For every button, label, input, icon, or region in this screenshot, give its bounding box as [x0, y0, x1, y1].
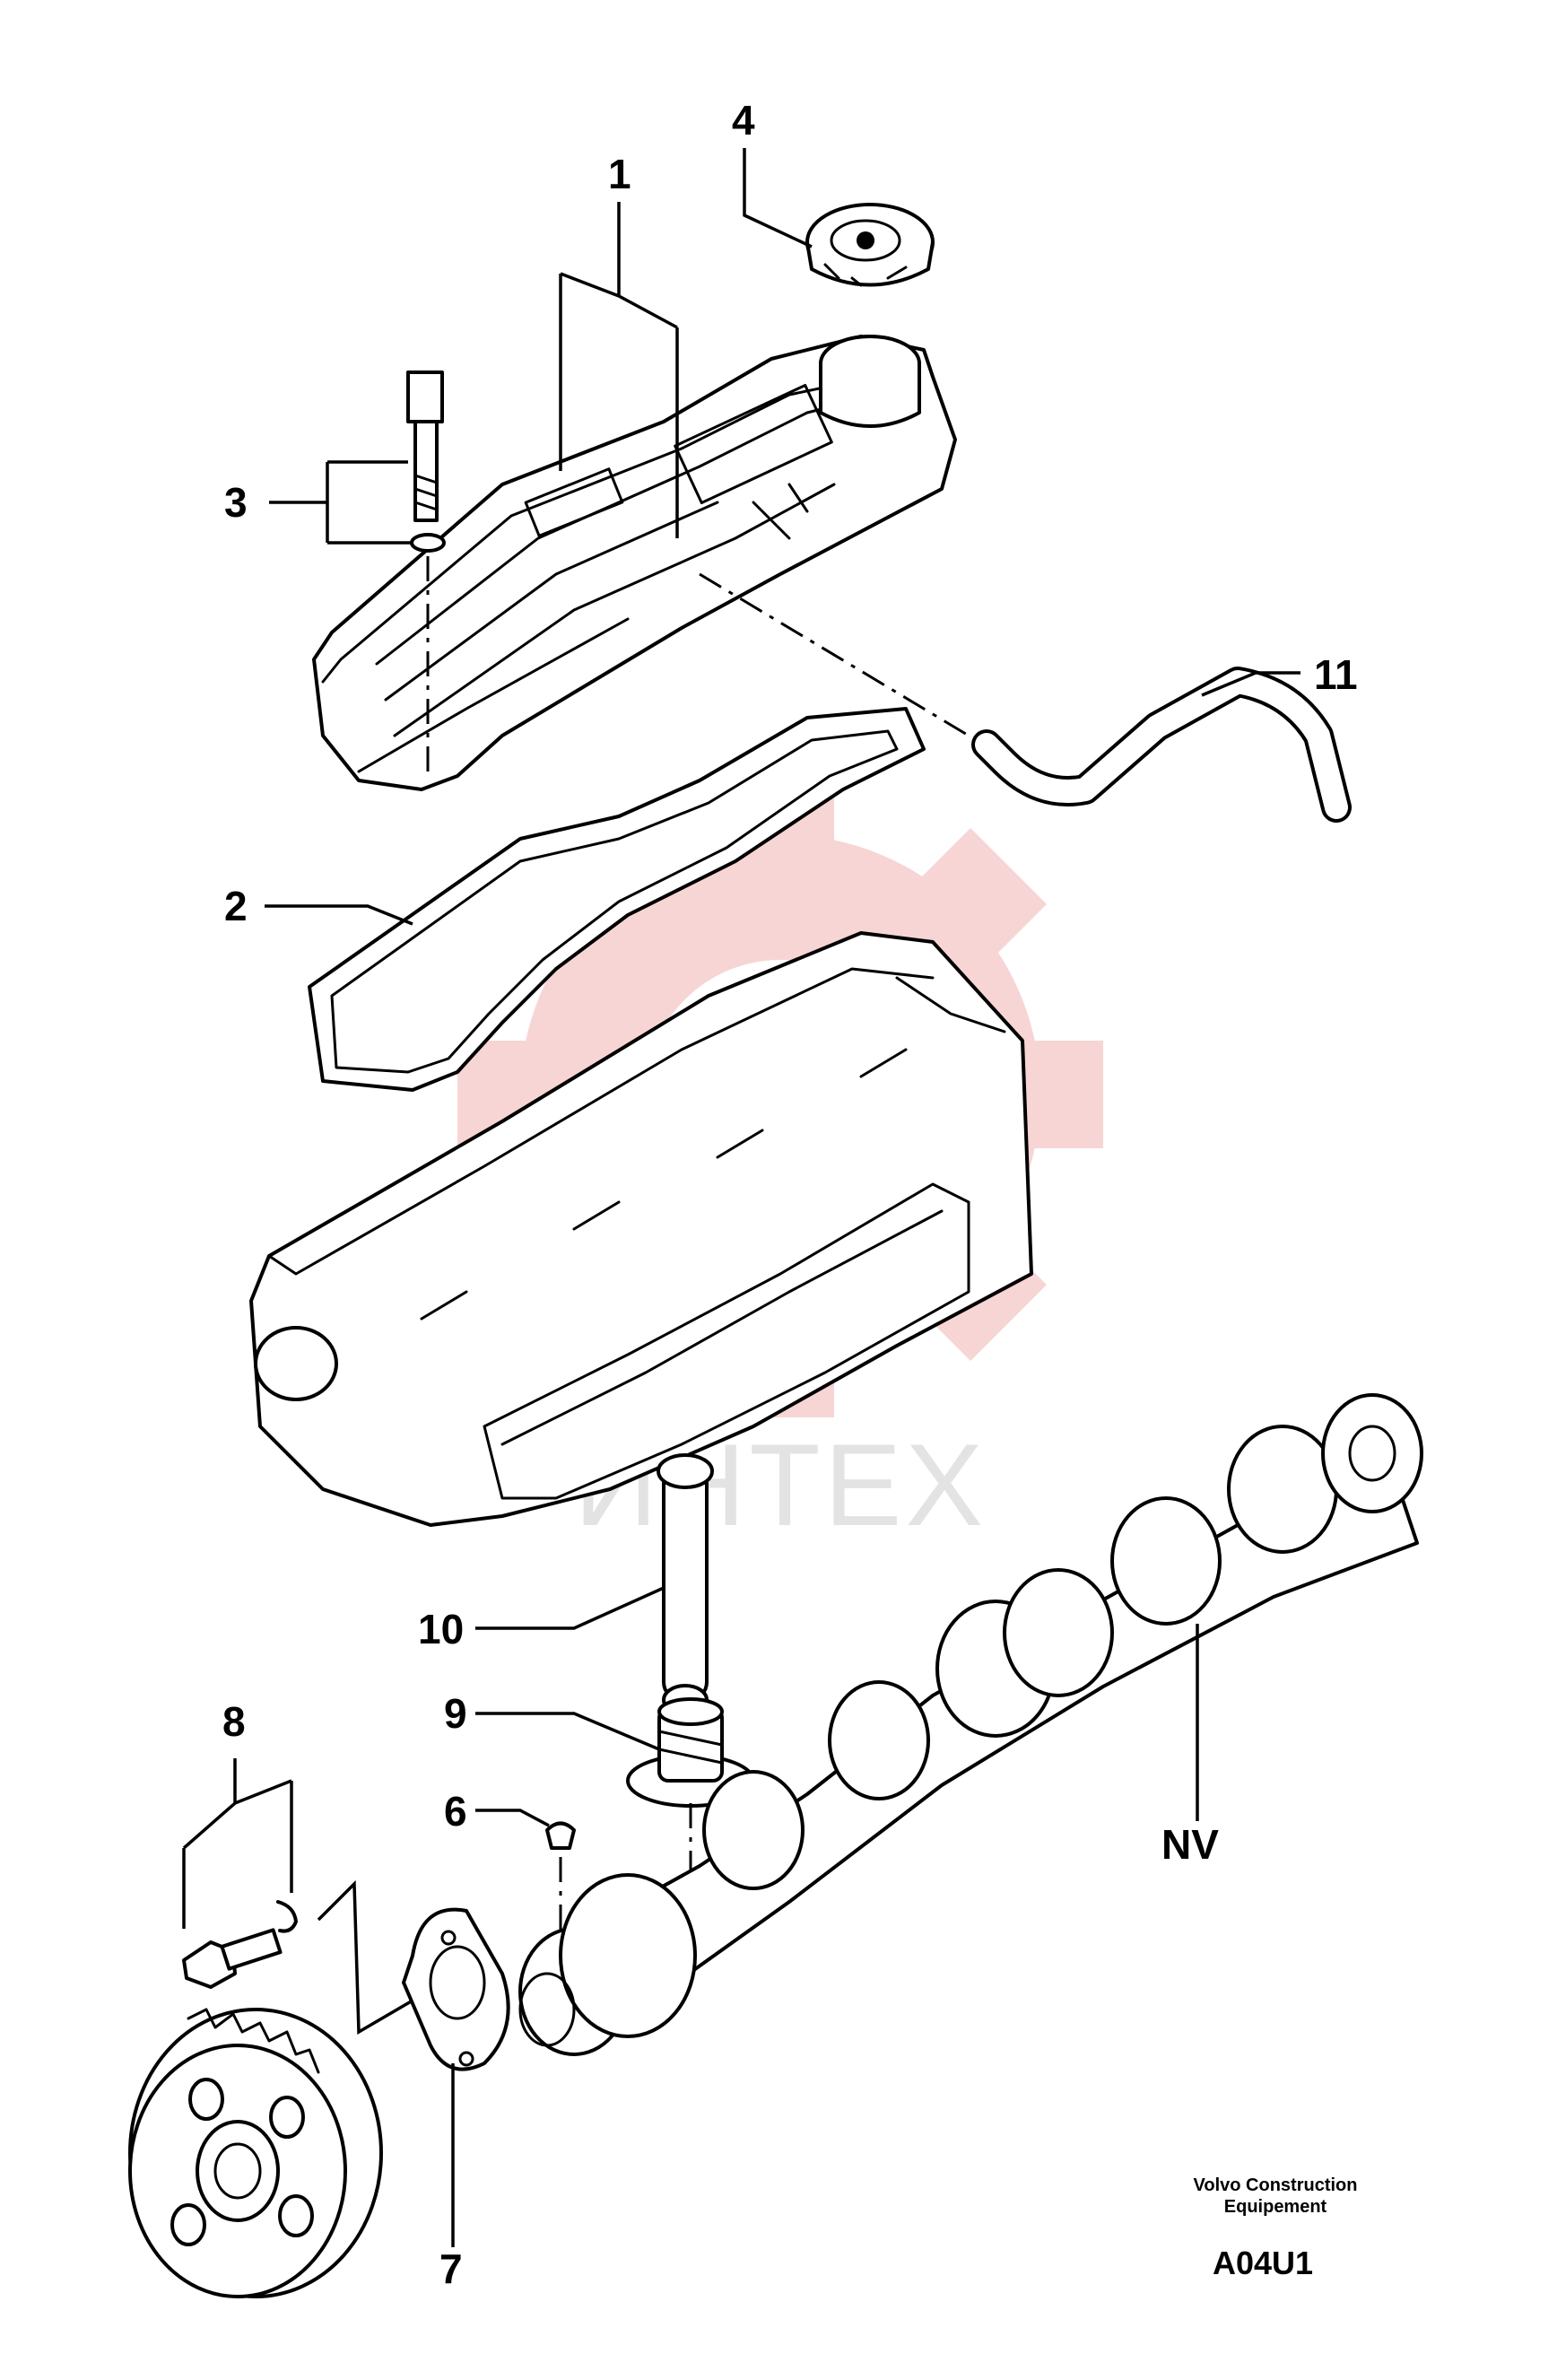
rocker-cover-gasket	[308, 707, 926, 1092]
callout-2: 2	[224, 883, 248, 929]
thrust-plate	[402, 1907, 510, 2071]
leader-lines	[182, 148, 1300, 2247]
company-name-line1: Volvo Construction	[1194, 2175, 1358, 2195]
bolt-part-8	[182, 1900, 298, 1989]
cylinder-head	[249, 931, 1033, 1527]
callout-1: 1	[608, 151, 631, 197]
oil-filler-cap	[805, 203, 935, 428]
company-name-line2: Equipement	[1224, 2197, 1327, 2217]
push-rod	[657, 1453, 714, 1716]
callouts: 1 4 3 11 2 10 9 8 6 NV 7	[222, 97, 1358, 2292]
callout-nv: NV	[1161, 1821, 1219, 1868]
callout-8: 8	[222, 1698, 246, 1745]
callout-10: 10	[418, 1606, 464, 1652]
drawing-code: A04U1	[1213, 2245, 1313, 2281]
ventilation-hose	[699, 572, 1352, 823]
bolt-part-3	[406, 371, 446, 772]
callout-7: 7	[439, 2245, 463, 2292]
woodruff-key	[545, 1821, 576, 1947]
callout-4: 4	[732, 97, 755, 144]
drawing-footer: Volvo Construction Equipement A04U1	[1194, 2175, 1358, 2281]
callout-3: 3	[224, 479, 248, 526]
callout-11: 11	[1314, 651, 1358, 698]
camshaft	[518, 1393, 1423, 2056]
camshaft-gear	[128, 2008, 383, 2298]
callout-6: 6	[444, 1788, 467, 1835]
callout-9: 9	[444, 1690, 467, 1737]
